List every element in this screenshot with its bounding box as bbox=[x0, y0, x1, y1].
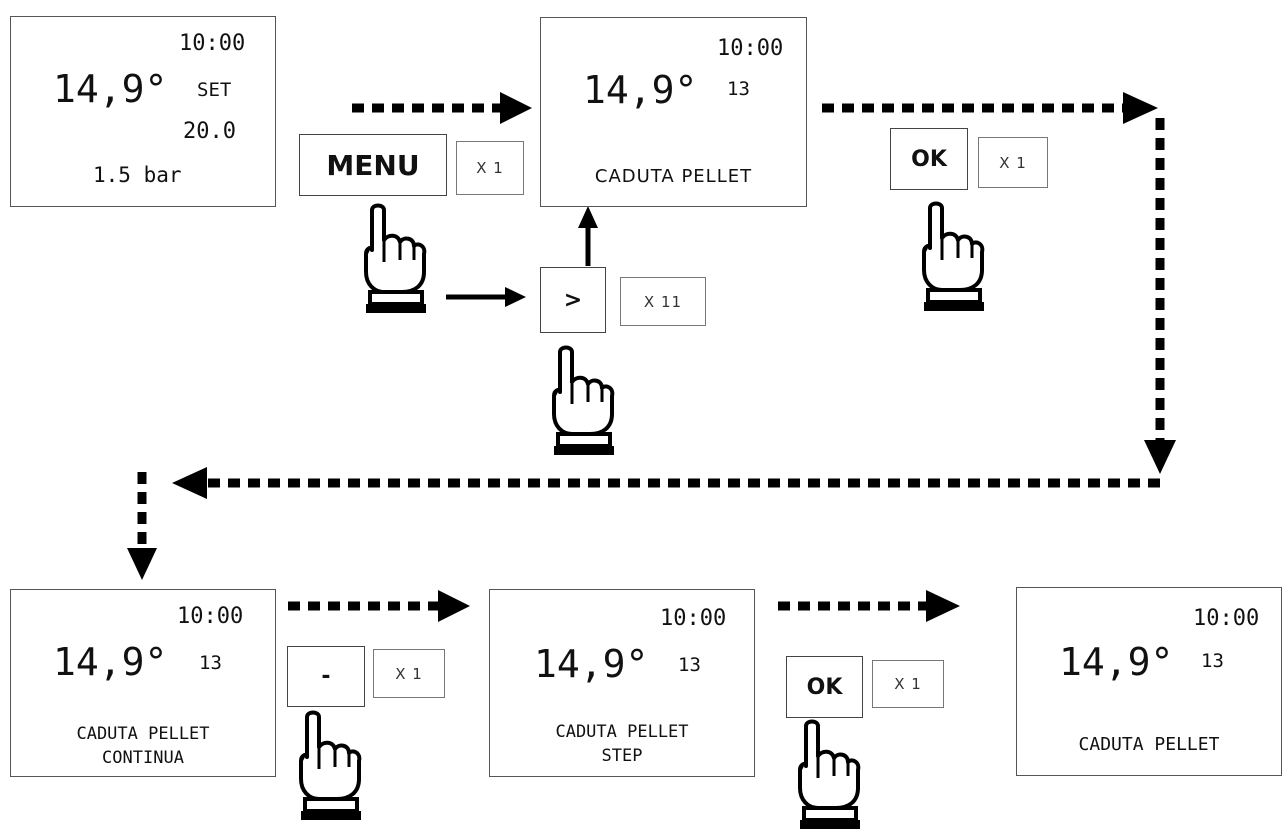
clock-time: 10:00 bbox=[177, 604, 244, 629]
room-temperature: 14,9° bbox=[53, 640, 168, 684]
dotted-arrow-down-icon bbox=[127, 472, 157, 580]
solid-arrow-icon bbox=[446, 287, 526, 307]
menu-code: 13 bbox=[678, 654, 701, 676]
display-panel-step: 10:00 14,9° 13 CADUTA PELLET STEP bbox=[489, 589, 755, 777]
room-temperature: 14,9° bbox=[583, 68, 698, 112]
dotted-arrow-right-icon bbox=[822, 92, 1158, 124]
hand-pointer-icon bbox=[798, 719, 862, 829]
minus-button[interactable]: - bbox=[287, 646, 365, 707]
press-count: X 1 bbox=[456, 141, 524, 195]
menu-item-label: CADUTA PELLET bbox=[555, 722, 689, 742]
ok-button[interactable]: OK bbox=[786, 656, 863, 718]
display-panel-caduta-pellet: 10:00 14,9° 13 CADUTA PELLET bbox=[540, 17, 807, 207]
hand-pointer-icon bbox=[364, 203, 428, 315]
clock-time: 10:00 bbox=[717, 36, 784, 61]
menu-item-label: CADUTA PELLET bbox=[594, 166, 753, 187]
ok-button[interactable]: OK bbox=[890, 128, 968, 190]
menu-code: 13 bbox=[727, 78, 750, 100]
dotted-arrow-right-icon bbox=[288, 590, 470, 622]
next-button[interactable]: > bbox=[540, 267, 606, 333]
menu-code: 13 bbox=[1201, 650, 1224, 672]
menu-item-label: CADUTA PELLET bbox=[1078, 734, 1220, 755]
display-panel-continua: 10:00 14,9° 13 CADUTA PELLET CONTINUA bbox=[10, 589, 276, 777]
hand-pointer-icon bbox=[299, 710, 363, 822]
clock-time: 10:00 bbox=[1193, 606, 1260, 631]
hand-pointer-icon bbox=[552, 345, 616, 457]
menu-button[interactable]: MENU bbox=[299, 134, 447, 196]
display-panel-final: 10:00 14,9° 13 CADUTA PELLET bbox=[1016, 587, 1282, 776]
hand-pointer-icon bbox=[922, 201, 986, 313]
press-count: X 1 bbox=[373, 649, 445, 698]
press-count: X 1 bbox=[872, 660, 944, 708]
press-count: X 1 bbox=[978, 137, 1048, 188]
room-temperature: 14,9° bbox=[534, 642, 649, 686]
display-panel-home: 10:00 14,9° SET 20.0 1.5 bar bbox=[10, 16, 276, 207]
menu-item-label: CADUTA PELLET bbox=[76, 724, 210, 744]
room-temperature: 14,9° bbox=[53, 67, 168, 111]
solid-arrow-icon bbox=[578, 206, 598, 266]
menu-code: 13 bbox=[199, 652, 222, 674]
room-temperature: 14,9° bbox=[1059, 640, 1174, 684]
pressure-value: 1.5 bar bbox=[93, 163, 182, 187]
dotted-arrow-right-icon bbox=[352, 92, 532, 124]
menu-item-value: CONTINUA bbox=[102, 748, 184, 768]
press-count: X 11 bbox=[620, 277, 706, 326]
menu-item-value: STEP bbox=[601, 746, 643, 766]
set-value: 20.0 bbox=[183, 119, 236, 144]
clock-time: 10:00 bbox=[660, 606, 727, 631]
dotted-arrow-down-icon bbox=[1144, 118, 1176, 474]
set-label: SET bbox=[197, 79, 232, 101]
dotted-arrow-right-icon bbox=[778, 590, 960, 622]
clock-time: 10:00 bbox=[179, 31, 246, 56]
dotted-arrow-left-icon bbox=[172, 467, 1160, 499]
